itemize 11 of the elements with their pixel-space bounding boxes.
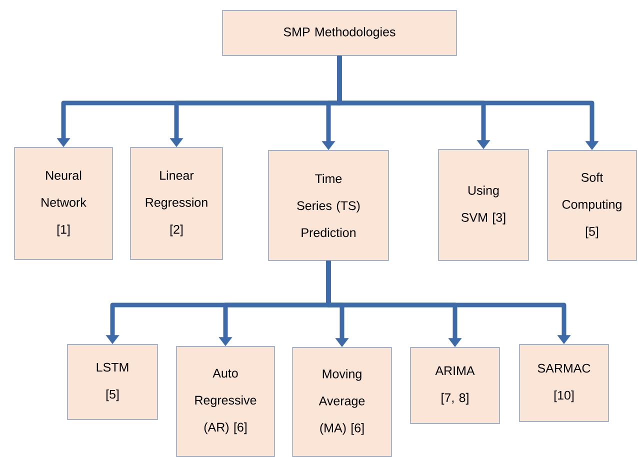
method-box: Time Series (TS) Prediction (268, 150, 389, 261)
method-box: SMP Methodologies (222, 10, 457, 56)
method-box: Using SVM [3] (438, 149, 529, 261)
method-box: Neural Network [1] (14, 147, 113, 260)
method-box: ARIMA [7, 8] (410, 347, 500, 424)
method-box: SARMAC [10] (519, 344, 609, 422)
method-box: Auto Regressive (AR) [6] (176, 346, 275, 457)
method-box: LSTM [5] (67, 344, 158, 420)
method-box: Soft Computing [5] (547, 150, 637, 261)
method-box: Linear Regression [2] (130, 147, 223, 260)
method-box: Moving Average (MA) [6] (292, 347, 392, 457)
